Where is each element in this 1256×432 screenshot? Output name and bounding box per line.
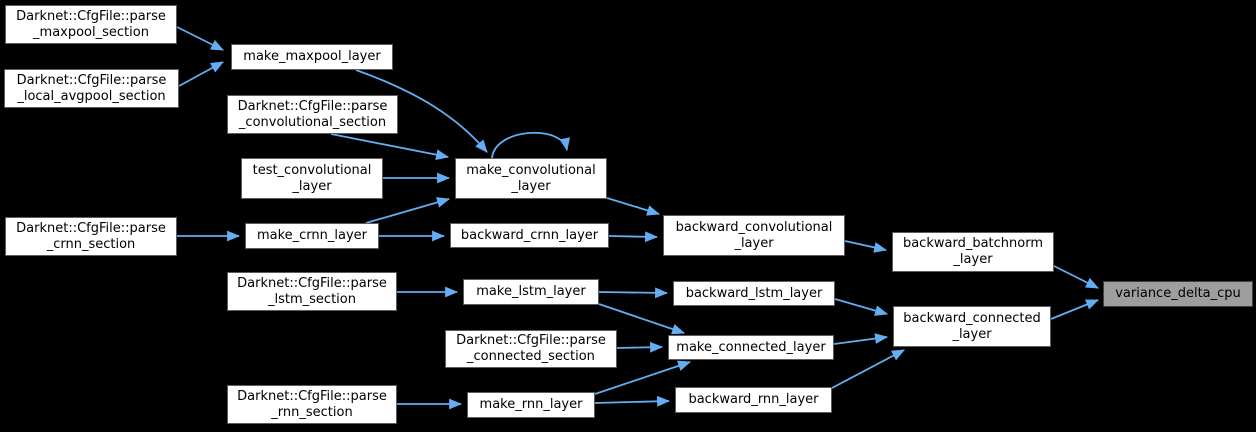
edge-backward-rnn-layer-to-backward-connected-layer [831,349,905,389]
edge-backward-crnn-layer-to-backward-convolutional-layer [608,231,659,243]
graph-node-make-crnn-layer[interactable]: make_crnn_layer [245,223,379,249]
edge-parse-local-avgpool-section-to-make-maxpool-layer [178,61,224,87]
edge-parse-connected-section-to-make-connected-layer [616,341,664,353]
graph-node-backward-convolutional-layer[interactable]: backward_convolutional _layer [663,215,845,256]
graph-node-variance-delta-cpu[interactable]: variance_delta_cpu [1103,281,1253,307]
graph-node-make-rnn-layer[interactable]: make_rnn_layer [467,392,595,418]
graph-node-make-convolutional-layer[interactable]: make_convolutional _layer [455,158,607,199]
graph-node-backward-rnn-layer[interactable]: backward_rnn_layer [675,387,832,413]
graph-node-backward-lstm-layer[interactable]: backward_lstm_layer [673,281,835,306]
graph-node-make-connected-layer[interactable]: make_connected_layer [668,335,834,360]
edge-backward-batchnorm-layer-to-variance-delta-cpu [1053,265,1099,289]
graph-node-backward-crnn-layer[interactable]: backward_crnn_layer [450,223,609,248]
graph-node-parse-lstm-section[interactable]: Darknet::CfgFile::parse _lstm_section [227,272,397,311]
graph-node-make-maxpool-layer[interactable]: make_maxpool_layer [231,44,393,70]
edge-backward-lstm-layer-to-backward-connected-layer [834,298,889,316]
graph-node-test-convolutional-layer[interactable]: test_convolutional _layer [241,158,383,199]
graph-node-parse-maxpool-section[interactable]: Darknet::CfgFile::parse _maxpool_section [5,5,177,44]
graph-node-parse-crnn-section[interactable]: Darknet::CfgFile::parse _crnn_section [5,217,177,256]
edge-make-connected-layer-to-backward-connected-layer [833,333,889,345]
graph-node-backward-batchnorm-layer[interactable]: backward_batchnorm _layer [892,232,1054,272]
edge-make-lstm-layer-to-backward-lstm-layer [598,287,669,299]
graph-node-parse-connected-section[interactable]: Darknet::CfgFile::parse _connected_secti… [445,330,617,368]
edge-make-convolutional-layer-to-make-convolutional-layer [491,131,571,159]
graph-node-make-lstm-layer[interactable]: make_lstm_layer [463,279,599,305]
edge-make-rnn-layer-to-make-connected-layer [594,360,692,395]
edge-make-crnn-layer-to-make-convolutional-layer [365,197,451,224]
edge-make-rnn-layer-to-backward-rnn-layer [594,395,671,407]
edge-make-lstm-layer-to-make-connected-layer [598,303,686,335]
edge-parse-convolutional-section-to-make-convolutional-layer [330,133,450,161]
graph-node-parse-convolutional-section[interactable]: Darknet::CfgFile::parse _convolutional_s… [227,95,398,134]
edge-parse-maxpool-section-to-make-maxpool-layer [176,26,224,51]
edge-make-maxpool-layer-to-make-convolutional-layer [355,69,488,153]
edge-backward-connected-layer-to-variance-delta-cpu [1050,299,1100,320]
graph-node-backward-connected-layer[interactable]: backward_connected _layer [893,306,1051,347]
graph-node-parse-rnn-section[interactable]: Darknet::CfgFile::parse _rnn_section [227,385,397,424]
edge-make-convolutional-layer-to-backward-convolutional-layer [606,197,661,216]
graph-node-parse-local-avgpool-section[interactable]: Darknet::CfgFile::parse _local_avgpool_s… [4,69,179,108]
edge-backward-convolutional-layer-to-backward-batchnorm-layer [844,240,888,253]
